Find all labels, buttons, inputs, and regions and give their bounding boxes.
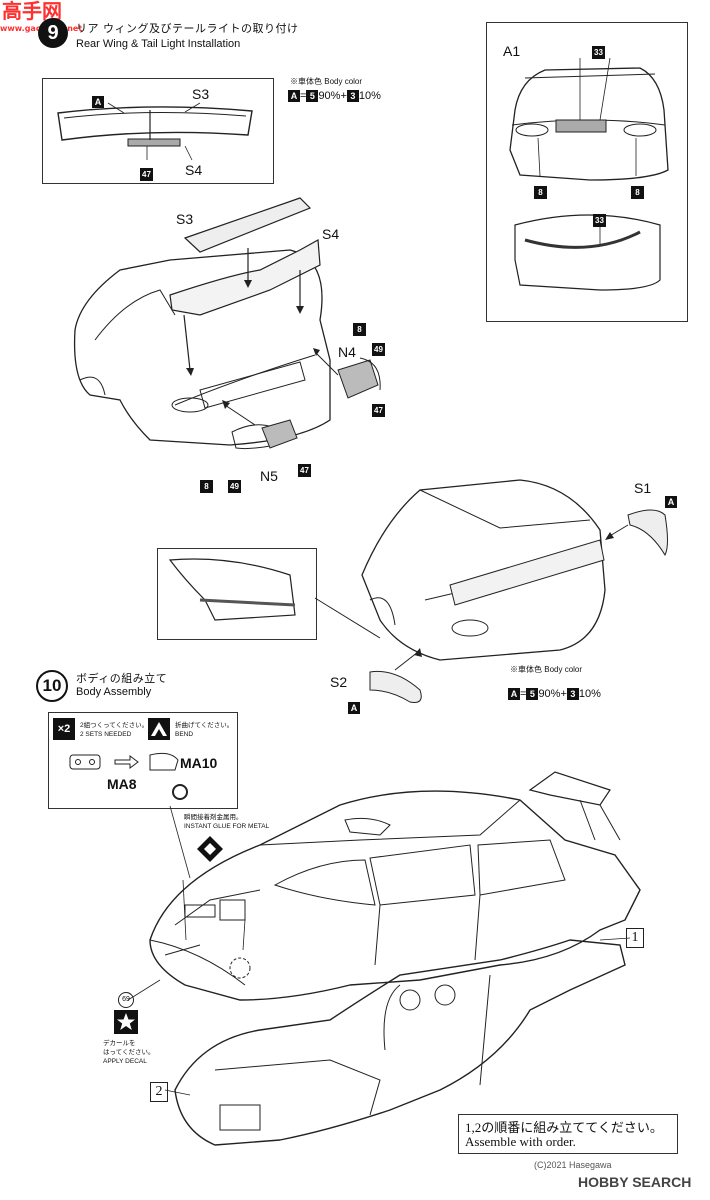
sets-x2-badge: ×2 — [53, 718, 75, 740]
label-s2: S2 — [330, 674, 348, 690]
decal-note-jp2: はってください。 — [103, 1049, 155, 1056]
bend-note-en: BEND — [175, 731, 194, 738]
part-8-left: 8 — [200, 474, 213, 493]
bend-note-jp: 折曲げてください。 — [175, 722, 234, 729]
part-8-right: 8 — [353, 317, 366, 336]
order-marker-1: 1 — [626, 928, 644, 948]
watermark-logo: 高手网 — [2, 0, 62, 23]
assembly-order-note: 1,2の順番に組み立ててください。 Assemble with order. — [458, 1114, 678, 1154]
part-47: 47 — [140, 162, 153, 181]
part-8-rear-left: 8 — [534, 180, 547, 199]
step-10-title-jp: ボディの組み立て — [76, 672, 168, 685]
glue-note-en: INSTANT GLUE FOR METAL — [184, 823, 270, 830]
label-n5: N5 — [260, 468, 278, 484]
step-9-number: 9 — [38, 18, 68, 48]
body-color-note-9: ※車体色 Body color — [290, 77, 363, 86]
label-s4-main: S4 — [322, 226, 340, 242]
step-10-number: 10 — [36, 670, 68, 702]
label-ma8: MA8 — [107, 776, 137, 792]
label-s3: S3 — [192, 86, 210, 102]
step-10-title-en: Body Assembly — [76, 686, 152, 698]
label-ma10: MA10 — [180, 755, 218, 771]
assembly-order-en: Assemble with order. — [465, 1134, 576, 1149]
part-47-right: 47 — [372, 398, 385, 417]
part-47-left: 47 — [298, 458, 311, 477]
body-color-note-10: ※車体色 Body color — [510, 665, 583, 674]
part-49-left: 49 — [228, 474, 241, 493]
assembly-order-jp: 1,2の順番に組み立ててください。 — [465, 1120, 663, 1135]
glue-note-jp: 瞬間接着剤金属用。 — [184, 814, 243, 821]
apply-decal-icon — [114, 1010, 138, 1034]
instant-glue-icon — [197, 836, 223, 862]
order-marker-2: 2 — [150, 1082, 168, 1102]
copyright: (C)2021 Hasegawa — [534, 1160, 612, 1170]
bend-icon — [148, 718, 170, 740]
label-n4: N4 — [338, 344, 356, 360]
part-49-right: 49 — [372, 337, 385, 356]
step-9-title-jp: リア ウィング及びテールライトの取り付け — [76, 22, 299, 35]
wing-detail-panel — [42, 78, 274, 184]
fender-detail-panel — [157, 548, 317, 640]
part-33-bottom: 33 — [593, 208, 606, 227]
label-s3-main: S3 — [176, 211, 194, 227]
decal-number-69: 69 — [118, 992, 134, 1008]
decal-note-jp1: デカールを — [103, 1040, 136, 1047]
part-33-top: 33 — [592, 40, 605, 59]
label-a-paint: A — [92, 90, 104, 109]
label-s4: S4 — [185, 162, 203, 178]
sets-note-jp: 2組つくってください。 — [80, 722, 149, 729]
part-8-rear-right: 8 — [631, 180, 644, 199]
sets-note-en: 2 SETS NEEDED — [80, 731, 132, 738]
label-a-s2: A — [348, 696, 360, 715]
ma-parts-inset — [48, 712, 238, 809]
rear-view-panel — [486, 22, 688, 322]
label-a-s1: A — [665, 490, 677, 509]
decal-note-en: APPLY DECAL — [103, 1058, 147, 1065]
label-s1: S1 — [634, 480, 652, 496]
label-a1: A1 — [503, 43, 521, 59]
footer-brand: HOBBY SEARCH — [578, 1174, 692, 1190]
step-9-title-en: Rear Wing & Tail Light Installation — [76, 38, 241, 50]
